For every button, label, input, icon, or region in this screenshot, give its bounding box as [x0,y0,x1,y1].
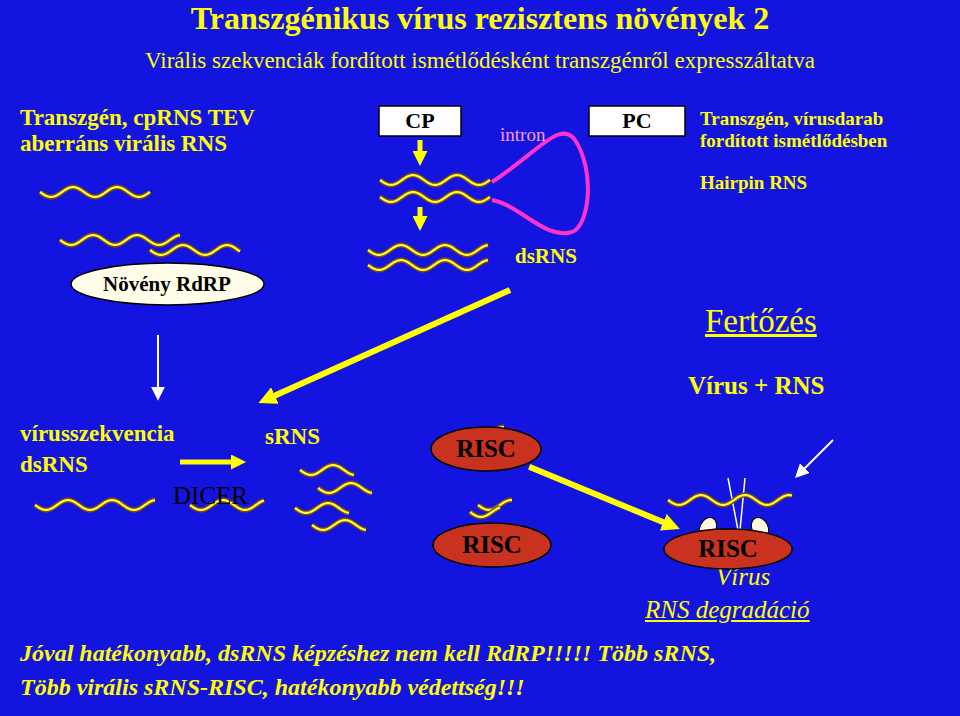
enzyme-ellipse: Növény RdRP [70,262,265,306]
rna-strand [380,192,490,202]
rna-strand [35,500,155,510]
rna-strand [368,245,488,255]
label: dsRNS [20,452,88,478]
rna-strand [300,465,354,475]
virus-arrow [797,440,833,476]
rna-strand [60,235,180,245]
rna-strand [40,187,150,197]
risc-ellipse: RISC [432,522,552,568]
risc-ellipse: RISC [430,426,542,472]
rna-strand [312,520,366,530]
rdrp-arrow [157,335,159,398]
gene-box: CP [378,105,462,137]
cleavage-line [740,478,745,530]
rna-strand [295,503,349,513]
label: Jóval hatékonyabb, dsRNS képzéshez nem k… [20,640,716,668]
node-text: RISC [462,531,522,559]
node-text: RISC [456,435,516,463]
label: Vírus + RNS [688,372,825,401]
label: Transzgén, cpRNS TEV aberráns virális RN… [20,105,280,158]
down-arrow [418,140,423,160]
intron-loop [492,134,588,234]
node-text: Növény RdRP [103,272,231,297]
rna-strand [150,245,240,255]
rna-strand [368,260,488,270]
down-arrow [418,207,423,225]
rna-strand [295,503,349,513]
rna-strand [470,507,500,517]
rna-strand [35,500,155,510]
node-text: PC [622,108,651,134]
rna-strand [150,245,240,255]
label: intron [500,124,545,146]
process-arrow [529,467,673,527]
rna-strand [380,192,490,202]
rna-strand [668,495,792,505]
label: Virális szekvenciák fordított ismétlődés… [0,48,960,74]
label: Fertőzés [705,303,817,341]
rna-strand [318,483,372,493]
label: Több virális sRNS-RISC, hatékonyabb véde… [20,674,525,702]
title: Transzgénikus vírus rezisztens növények … [0,0,960,37]
label: Hairpin RNS [700,172,807,194]
rna-strand [368,245,488,255]
rna-strand [60,235,180,245]
label: vírusszekvencia [20,421,175,447]
dicer-arrow [180,460,240,465]
node-text: CP [405,108,434,134]
rna-strand [368,260,488,270]
dsrns-arrow [265,290,510,400]
rna-strand [380,175,490,185]
rna-strand [380,175,490,185]
gene-box: PC [588,105,686,137]
risc-ellipse: RISC [663,528,793,570]
rna-strand [40,187,150,197]
node-text: RISC [698,535,758,563]
label: Transzgén, vírusdarab fordított ismétlőd… [700,108,915,152]
rna-strand [300,465,354,475]
label: sRNS [265,424,320,450]
label: DICER [173,482,248,511]
label: RNS degradáció [645,596,810,625]
label: dsRNS [515,244,577,268]
rna-strand [470,507,500,517]
rna-strand [312,520,366,530]
rna-strand [318,483,372,493]
rna-strand [668,495,792,505]
